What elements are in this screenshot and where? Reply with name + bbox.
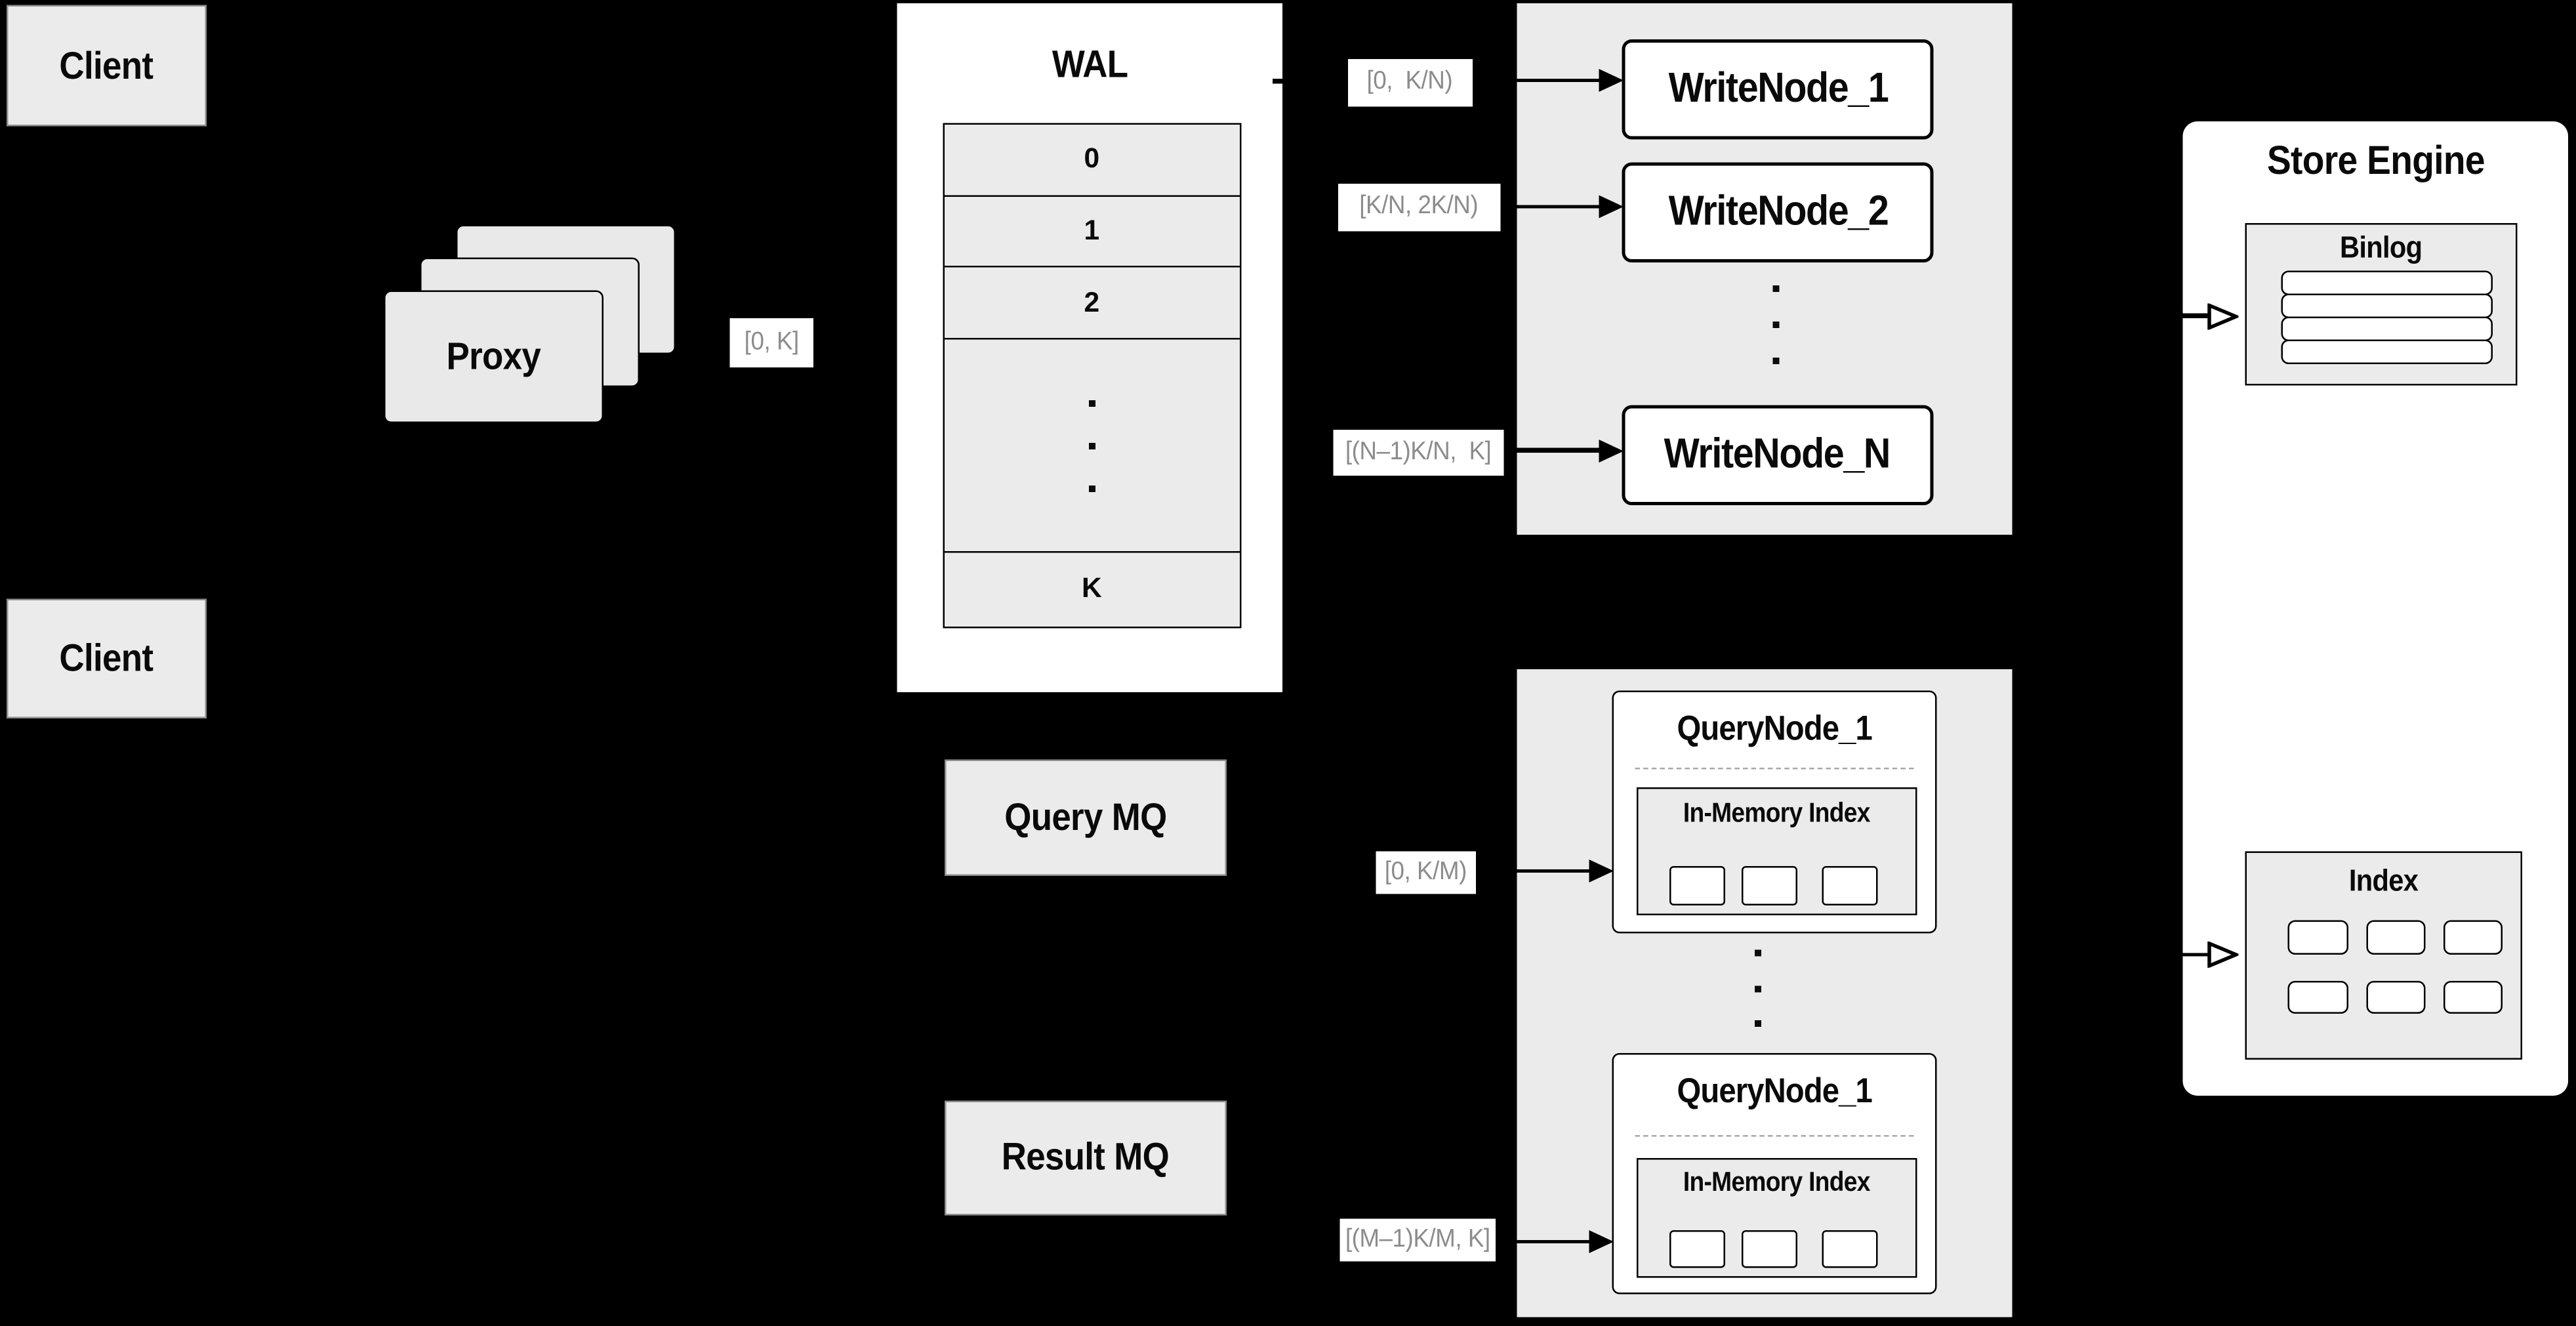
range-label-write-n: [(N–1)K/N, K] bbox=[1332, 428, 1503, 475]
client-box-top: Client bbox=[7, 5, 206, 127]
binlog-row bbox=[2280, 293, 2493, 319]
index-cell bbox=[2442, 920, 2503, 954]
query-node-top-title: QueryNode_1 bbox=[1677, 710, 1872, 749]
proxy-label: Proxy bbox=[446, 333, 541, 377]
binlog-row bbox=[2280, 316, 2493, 341]
client-bottom-label: Client bbox=[59, 635, 153, 678]
store-engine-panel: Store Engine Binlog Index bbox=[2182, 121, 2568, 1096]
range-label-proxy-wal: [0, K] bbox=[729, 317, 813, 367]
write-node-n-box: WriteNode_N bbox=[1622, 405, 1934, 505]
arrow-right-icon bbox=[1517, 79, 1599, 83]
range-label-write-1: [0, K/N) bbox=[1348, 59, 1473, 106]
client-top-label: Client bbox=[59, 43, 153, 87]
index-cell bbox=[2365, 920, 2426, 954]
write-node-2-box: WriteNode_2 bbox=[1622, 161, 1934, 262]
arrowhead-right-icon bbox=[1588, 860, 1613, 882]
arrow-right-icon bbox=[1517, 1239, 1589, 1244]
binlog-row bbox=[2280, 339, 2493, 364]
vertical-ellipsis-icon bbox=[1755, 949, 1761, 1027]
wal-arrow-stub bbox=[1273, 79, 1282, 83]
query-node-top-box: QueryNode_1 In-Memory Index bbox=[1612, 690, 1937, 934]
wal-container: WAL 0 1 2 K bbox=[897, 3, 1282, 692]
dashed-divider bbox=[1635, 768, 1914, 770]
arrowhead-right-icon bbox=[1598, 196, 1623, 219]
write-node-1-box: WriteNode_1 bbox=[1622, 39, 1934, 140]
open-arrow-line-icon bbox=[2182, 314, 2209, 318]
vertical-ellipsis-icon bbox=[1772, 285, 1779, 364]
segment-cell bbox=[1821, 1230, 1877, 1268]
segment-cell bbox=[1740, 866, 1797, 905]
range-label-query-m: [(M–1)K/M, K] bbox=[1339, 1219, 1496, 1261]
binlog-rows bbox=[2280, 270, 2493, 364]
query-mq-box: Query MQ bbox=[943, 759, 1227, 875]
wal-segment-row: 2 bbox=[945, 268, 1239, 341]
arrowhead-right-icon bbox=[1588, 1230, 1613, 1253]
wal-segment-row: 1 bbox=[945, 196, 1239, 268]
arrowhead-right-icon bbox=[1598, 438, 1623, 462]
client-box-bottom: Client bbox=[7, 598, 206, 718]
index-cell bbox=[2287, 980, 2348, 1014]
arrow-right-icon bbox=[1517, 205, 1599, 209]
query-node-group-panel: QueryNode_1 In-Memory Index QueryNode_1 bbox=[1517, 669, 2013, 1317]
binlog-title: Binlog bbox=[2339, 228, 2423, 264]
index-cell bbox=[2442, 980, 2503, 1014]
range-label-write-2: [K/N, 2K/N) bbox=[1338, 184, 1501, 231]
query-node-bottom-box: QueryNode_1 In-Memory Index bbox=[1612, 1053, 1937, 1295]
write-node-group-panel: WriteNode_1 WriteNode_2 WriteNode_N bbox=[1517, 3, 2013, 535]
segment-cell bbox=[1668, 866, 1725, 905]
binlog-row bbox=[2280, 270, 2493, 296]
index-cell bbox=[2287, 920, 2348, 954]
in-memory-index-box: In-Memory Index bbox=[1637, 787, 1917, 915]
wal-segment-table: 0 1 2 K bbox=[943, 123, 1241, 628]
range-label-query-1: [0, K/M) bbox=[1375, 851, 1476, 894]
in-memory-index-title: In-Memory Index bbox=[1683, 1167, 1871, 1197]
segment-cell bbox=[1740, 1230, 1797, 1268]
wal-ellipsis-row bbox=[945, 340, 1239, 553]
wal-title: WAL bbox=[1051, 41, 1128, 85]
dashed-divider bbox=[1635, 1135, 1914, 1137]
segment-cell bbox=[1821, 866, 1877, 905]
open-arrow-line-icon bbox=[2182, 952, 2209, 956]
open-arrowhead-icon bbox=[2207, 302, 2239, 329]
wal-segment-row: 0 bbox=[945, 125, 1239, 196]
binlog-box: Binlog bbox=[2244, 222, 2518, 385]
proxy-card-front: Proxy bbox=[384, 289, 603, 423]
segment-cell bbox=[1668, 1230, 1725, 1268]
index-title: Index bbox=[2349, 863, 2419, 898]
in-memory-index-title: In-Memory Index bbox=[1683, 798, 1871, 828]
index-box: Index bbox=[2245, 851, 2522, 1060]
wal-segment-row-last: K bbox=[945, 552, 1239, 626]
in-memory-index-box: In-Memory Index bbox=[1637, 1158, 1917, 1278]
arrowhead-right-icon bbox=[1598, 69, 1623, 93]
store-engine-title: Store Engine bbox=[2266, 139, 2485, 184]
index-cell bbox=[2365, 980, 2426, 1014]
vertical-ellipsis-icon bbox=[1088, 400, 1095, 492]
result-mq-box: Result MQ bbox=[943, 1100, 1227, 1216]
query-node-bottom-title: QueryNode_1 bbox=[1677, 1073, 1872, 1111]
arrow-right-icon bbox=[1517, 448, 1599, 453]
open-arrowhead-icon bbox=[2207, 941, 2239, 968]
arrow-right-icon bbox=[1517, 869, 1589, 873]
